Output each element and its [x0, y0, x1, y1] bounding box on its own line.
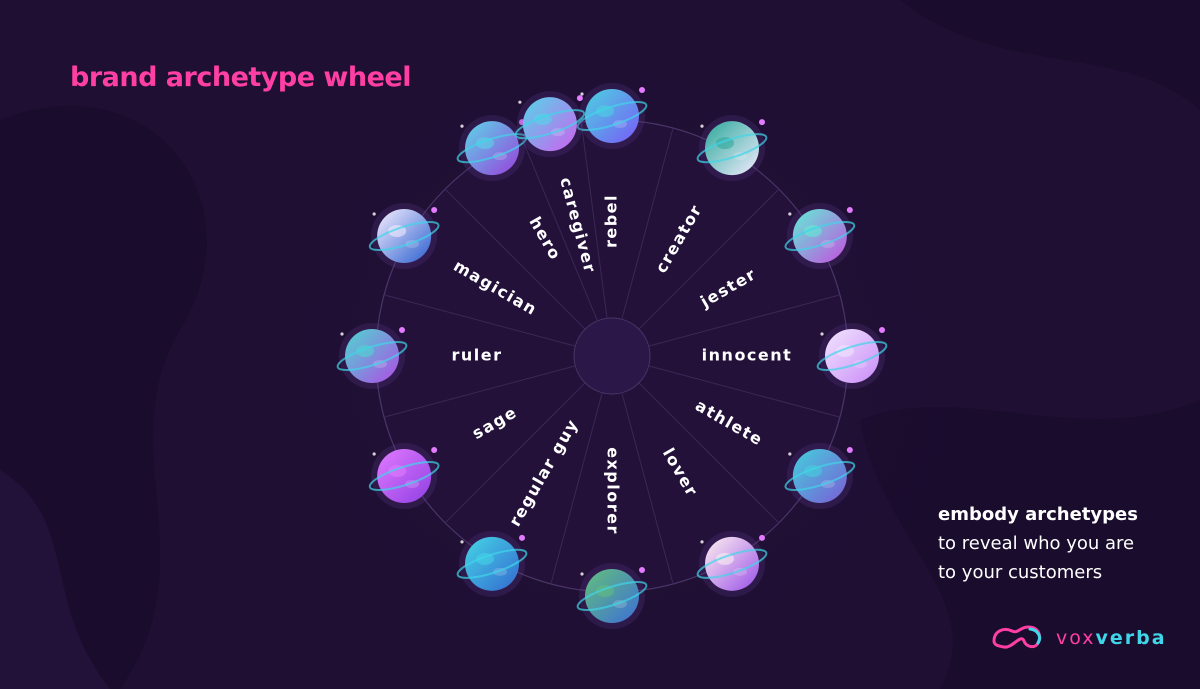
archetype-planet-icon: [368, 443, 440, 509]
archetype-planet-icon: [696, 530, 768, 597]
archetype-planet-icon: [784, 443, 856, 509]
archetype-planet-icon: [784, 203, 856, 269]
archetype-planet-icon: [576, 83, 648, 149]
tagline-line-1: to reveal who you are: [938, 533, 1135, 554]
archetype-planet-icon: [696, 115, 768, 182]
archetype-planet-icon: [456, 530, 528, 597]
voxverba-logo: voxverba: [990, 618, 1167, 658]
archetype-planet-icon: [336, 323, 408, 389]
archetype-planet-icon: [816, 323, 888, 389]
archetype-label: innocent: [702, 346, 793, 365]
wheel-spoke: [383, 365, 576, 418]
archetype-planet-icon: [576, 563, 648, 629]
archetype-planet-icon: [514, 91, 586, 158]
wheel-spoke: [444, 188, 586, 330]
wheel-spoke: [621, 392, 674, 585]
wheel-spoke: [580, 121, 608, 319]
logo-word-vox: vox: [1056, 627, 1096, 649]
page-title: brand archetype wheel: [70, 62, 411, 93]
wheel-spokes: [383, 121, 841, 585]
archetype-label: explorer: [604, 447, 623, 535]
archetype-planet-icon: [368, 203, 440, 269]
wheel-spoke: [638, 188, 780, 330]
wheel-spoke: [550, 392, 603, 585]
wheel-spoke: [521, 137, 598, 322]
wheel-spoke: [648, 365, 841, 418]
logo-word-verba: verba: [1095, 627, 1167, 649]
wheel-spoke: [383, 294, 576, 347]
wheel-spoke: [444, 382, 586, 524]
wheel-planets: [336, 83, 888, 629]
tagline-headline: embody archetypes: [938, 504, 1138, 525]
wheel-spoke: [648, 294, 841, 347]
logo-wordmark: voxverba: [1056, 627, 1167, 649]
tagline: embody archetypes to reveal who you are …: [938, 500, 1178, 587]
tagline-line-2: to your customers: [938, 562, 1103, 583]
wheel-spoke: [638, 382, 780, 524]
archetype-label: ruler: [451, 346, 502, 365]
logo-mark-icon: [992, 625, 1042, 649]
wheel-spoke: [621, 127, 674, 320]
archetype-label: rebel: [602, 194, 621, 248]
wheel-hub: [573, 317, 651, 395]
archetype-planet-icon: [456, 115, 528, 182]
